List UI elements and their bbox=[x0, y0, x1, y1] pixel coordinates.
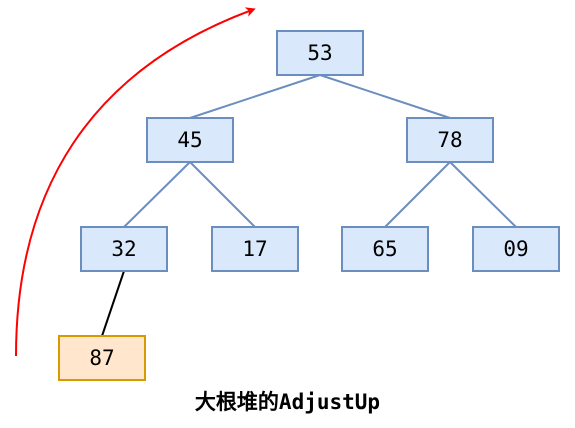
node-right-left: 65 bbox=[341, 226, 429, 272]
node-left-right: 17 bbox=[211, 226, 299, 272]
edge-root-l bbox=[189, 74, 321, 119]
edge-r-rr bbox=[449, 161, 517, 228]
edge-l-lr bbox=[189, 161, 256, 228]
node-right-left-label: 65 bbox=[372, 237, 397, 261]
node-left-left: 32 bbox=[80, 226, 168, 272]
adjust-up-arrow bbox=[15, 7, 256, 357]
node-right: 78 bbox=[406, 117, 494, 163]
node-right-label: 78 bbox=[437, 128, 462, 152]
tree-edges bbox=[101, 74, 517, 337]
edge-l-ll bbox=[123, 161, 191, 228]
node-inserted-label: 87 bbox=[89, 346, 114, 370]
node-right-right-label: 09 bbox=[503, 237, 528, 261]
node-left-left-label: 32 bbox=[111, 237, 136, 261]
node-left-right-label: 17 bbox=[242, 237, 267, 261]
edge-ll-new bbox=[101, 270, 125, 337]
edge-root-r bbox=[319, 74, 451, 119]
node-left-label: 45 bbox=[177, 128, 202, 152]
node-inserted: 87 bbox=[58, 335, 146, 381]
node-root-label: 53 bbox=[307, 41, 332, 65]
node-right-right: 09 bbox=[472, 226, 560, 272]
diagram-caption: 大根堆的AdjustUp bbox=[194, 390, 381, 414]
node-root: 53 bbox=[276, 30, 364, 76]
edge-r-rl bbox=[384, 161, 451, 228]
node-left: 45 bbox=[146, 117, 234, 163]
